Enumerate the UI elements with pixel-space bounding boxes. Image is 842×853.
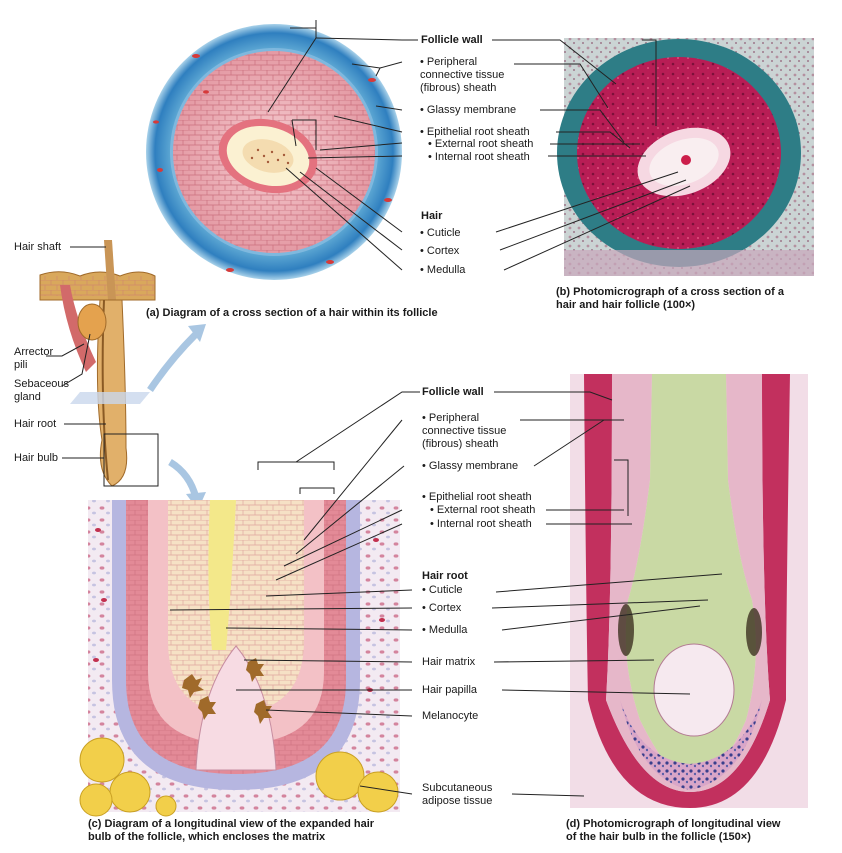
caption-panel-b: (b) Photomicrograph of a cross section o… (556, 286, 784, 311)
label-sebaceous-gland: Sebaceous gland (14, 378, 70, 403)
label-c-epithelial-root-sheath: • Epithelial root sheath (422, 491, 532, 503)
label-a-external-root-sheath: • External root sheath (428, 138, 534, 150)
panel-c-leaders (169, 391, 723, 797)
label-a-cuticle: • Cuticle (420, 227, 461, 239)
label-arrector-pili: Arrector pili (14, 346, 54, 371)
label-hair-bulb: Hair bulb (14, 452, 59, 464)
caption-panel-d: (d) Photomicrograph of longitudinal view… (566, 818, 781, 843)
panel-a-leaders (267, 20, 691, 271)
label-hair-shaft: Hair shaft (14, 241, 62, 253)
label-c-melanocyte: Melanocyte (422, 710, 479, 722)
overview-illustration (39, 240, 206, 510)
label-c-hair-papilla: Hair papilla (422, 684, 478, 696)
panel-c-diagram (79, 500, 400, 817)
papilla-photo (653, 643, 735, 737)
label-c-medulla: • Medulla (422, 624, 468, 636)
hair-medulla (242, 139, 294, 173)
follicle-wall-photo (584, 374, 790, 808)
label-a-medulla: • Medulla (420, 264, 466, 276)
label-hair-root: Hair root (14, 418, 57, 430)
adipose-cells (79, 737, 399, 817)
sebaceous-gland-drawing (77, 303, 107, 341)
panel-b-photo (557, 38, 814, 276)
label-c-external-root-sheath: • External root sheath (430, 504, 536, 516)
hair-shaft-drawing (104, 240, 116, 300)
label-c-cortex: • Cortex (422, 602, 462, 614)
label-c-hair-matrix: Hair matrix (422, 656, 476, 668)
caption-panel-c: (c) Diagram of a longitudinal view of th… (88, 818, 375, 843)
caption-panel-a: (a) Diagram of a cross section of a hair… (146, 307, 438, 319)
label-c-internal-root-sheath: • Internal root sheath (430, 518, 532, 530)
label-a-hair: Hair (421, 210, 443, 222)
matrix-photo (620, 700, 762, 790)
label-a-follicle-wall: Follicle wall (421, 34, 483, 46)
label-a-peripheral-ct: • Peripheral connective tissue (fibrous)… (420, 56, 505, 94)
label-c-glassy-membrane: • Glassy membrane (422, 460, 519, 472)
melanocytes (182, 658, 272, 724)
hair-papilla-long (195, 645, 277, 771)
medulla-long (208, 500, 236, 650)
label-c-cuticle: • Cuticle (422, 584, 463, 596)
label-c-subcutaneous-adipose: Subcutaneous adipose tissue (422, 782, 493, 807)
label-c-follicle-wall: Follicle wall (422, 386, 484, 398)
label-c-peripheral-ct: • Peripheral connective tissue (fibrous)… (422, 412, 507, 450)
panel-a-diagram (146, 24, 402, 280)
panel-d-photo (570, 374, 808, 808)
label-a-cortex: • Cortex (420, 245, 460, 257)
label-a-glassy-membrane: • Glassy membrane (420, 104, 517, 116)
label-a-internal-root-sheath: • Internal root sheath (428, 151, 530, 163)
label-c-hair-root: Hair root (422, 570, 468, 582)
label-a-epithelial-root-sheath: • Epithelial root sheath (420, 126, 530, 138)
